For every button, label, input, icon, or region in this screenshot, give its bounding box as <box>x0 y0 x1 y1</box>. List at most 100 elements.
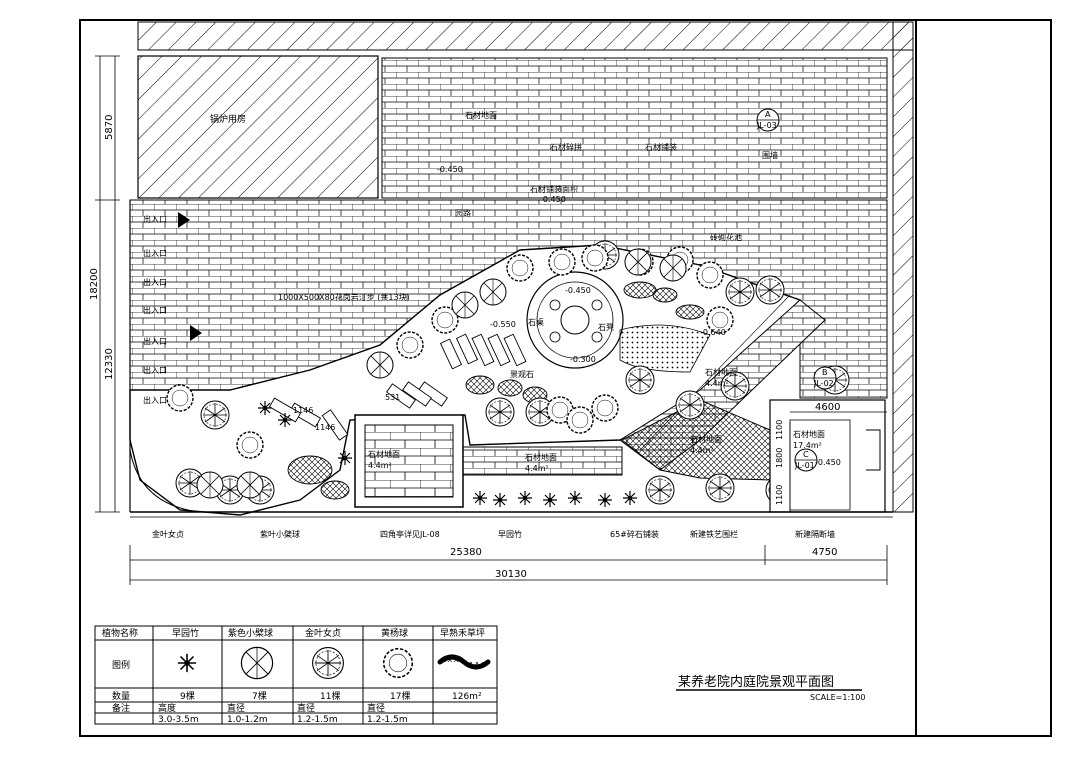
svg-text:高度: 高度 <box>158 702 176 714</box>
stone-stool <box>549 299 561 311</box>
stone-path-south <box>461 446 623 476</box>
svg-text:4.4m²: 4.4m² <box>690 446 714 455</box>
pavilion-roof <box>364 424 454 498</box>
svg-text:-0.450: -0.450 <box>815 458 841 467</box>
dim-1100b: 1100 <box>775 485 784 505</box>
svg-text:-0.450: -0.450 <box>540 195 566 204</box>
svg-text:植物名称: 植物名称 <box>102 627 138 639</box>
lawn-edge <box>129 390 360 513</box>
svg-text:新建隔断墙: 新建隔断墙 <box>795 529 835 539</box>
dim-18200: 18200 <box>89 268 100 300</box>
dim-1100: 1100 <box>775 420 784 440</box>
section-b-letter: B <box>822 368 828 377</box>
svg-text:-0.550: -0.550 <box>490 320 516 329</box>
drawing-scale: SCALE=1:100 <box>810 693 865 702</box>
svg-text:早熟禾草坪: 早熟禾草坪 <box>440 627 485 639</box>
svg-text:出入口: 出入口 <box>143 248 167 258</box>
gate-east <box>866 429 881 471</box>
svg-text:石凳: 石凳 <box>598 322 614 332</box>
svg-text:1000X500X80花岗岩汀步 (共13块): 1000X500X80花岗岩汀步 (共13块) <box>278 292 410 302</box>
stepping-stones <box>268 333 527 441</box>
drawing-title: 某养老院内庭院景观平面图 <box>678 674 834 690</box>
svg-text:金叶女贞: 金叶女贞 <box>152 529 184 539</box>
svg-text:石材铺装: 石材铺装 <box>645 142 677 152</box>
dim-5870: 5870 <box>104 115 115 140</box>
plan-labels: 石材地面 石材碎拼 石材铺装 围墙 -0.450 石材铺装面积 -0.450 园… <box>143 110 841 473</box>
boiler-house-label: 锅炉用房 <box>210 113 246 125</box>
svg-text:-0.450: -0.450 <box>437 165 463 174</box>
svg-text:砖砌花池: 砖砌花池 <box>710 232 742 242</box>
dim-1800: 1800 <box>775 448 784 468</box>
svg-text:126m²: 126m² <box>452 692 482 702</box>
svg-text:-0.450: -0.450 <box>565 286 591 295</box>
boundary-wall-right <box>892 21 914 513</box>
svg-text:早园竹: 早园竹 <box>498 529 522 539</box>
svg-text:1146: 1146 <box>315 423 335 432</box>
svg-text:4.4m²: 4.4m² <box>368 461 392 470</box>
svg-text:1.0-1.2m: 1.0-1.2m <box>227 715 268 725</box>
svg-text:出入口: 出入口 <box>143 365 167 375</box>
svg-text:出入口: 出入口 <box>143 214 167 224</box>
section-markers <box>756 108 837 472</box>
gravel-paving <box>619 324 711 373</box>
legend-icons <box>177 646 491 680</box>
svg-text:出入口: 出入口 <box>143 395 167 405</box>
circular-plaza-inner <box>536 281 614 359</box>
svg-text:石材地面: 石材地面 <box>793 429 825 439</box>
svg-text:17棵: 17棵 <box>390 690 410 702</box>
svg-text:9棵: 9棵 <box>180 690 195 702</box>
dim-4600: 4600 <box>815 402 840 413</box>
svg-text:出入口: 出入口 <box>143 277 167 287</box>
legend-quantities: 9棵 7棵 11棵 17棵 126m² <box>180 690 482 702</box>
svg-text:金叶女贞: 金叶女贞 <box>305 627 341 639</box>
legend-qty-label: 数量 <box>112 690 130 702</box>
svg-text:-0.300: -0.300 <box>570 355 596 364</box>
svg-text:石材地面: 石材地面 <box>368 449 400 459</box>
svg-text:四角亭详见JL-08: 四角亭详见JL-08 <box>380 529 440 539</box>
entrance-arrows <box>178 212 202 341</box>
legend-icon-label: 图例 <box>112 659 130 671</box>
svg-text:直径: 直径 <box>297 702 315 714</box>
section-a-ref: JL-03 <box>756 121 777 130</box>
svg-text:早园竹: 早园竹 <box>172 627 199 639</box>
svg-text:4.4m²: 4.4m² <box>525 464 549 473</box>
dim-4750: 4750 <box>812 547 837 558</box>
section-a-letter: A <box>765 110 771 119</box>
svg-text:黄杨球: 黄杨球 <box>381 627 408 639</box>
stone-stool <box>549 331 561 343</box>
svg-text:-0.640: -0.640 <box>700 328 726 337</box>
svg-text:3.0-3.5m: 3.0-3.5m <box>158 715 199 725</box>
svg-text:直径: 直径 <box>227 702 245 714</box>
svg-text:7棵: 7棵 <box>252 690 267 702</box>
dim-25380: 25380 <box>450 547 482 558</box>
svg-text:石材地面: 石材地面 <box>705 367 737 377</box>
section-c-letter: C <box>803 450 809 459</box>
legend-note-label: 备注 <box>112 702 130 714</box>
svg-text:紫色小檗球: 紫色小檗球 <box>228 627 273 639</box>
svg-text:新建铁艺围栏: 新建铁艺围栏 <box>690 529 738 539</box>
stone-paving-north <box>381 57 888 199</box>
dim-12330: 12330 <box>104 348 115 380</box>
svg-text:出入口: 出入口 <box>143 305 167 315</box>
svg-text:石桌: 石桌 <box>528 317 544 327</box>
svg-text:围墙: 围墙 <box>762 150 778 160</box>
svg-text:1.2-1.5m: 1.2-1.5m <box>297 715 338 725</box>
legend-notes: 高度 直径 直径 直径 3.0-3.5m 1.0-1.2m 1.2-1.5m 1… <box>158 702 408 725</box>
svg-text:石材地面: 石材地面 <box>525 452 557 462</box>
svg-text:11棵: 11棵 <box>320 690 340 702</box>
legend-headers: 植物名称 早园竹 紫色小檗球 金叶女贞 黄杨球 早熟禾草坪 <box>102 627 485 639</box>
svg-text:4.4m²: 4.4m² <box>705 379 729 388</box>
svg-text:紫叶小檗球: 紫叶小檗球 <box>260 529 300 539</box>
dimension-lines <box>95 55 888 585</box>
svg-text:1146: 1146 <box>293 406 313 415</box>
svg-text:1.2-1.5m: 1.2-1.5m <box>367 715 408 725</box>
svg-text:直径: 直径 <box>367 702 385 714</box>
svg-text:石材地面: 石材地面 <box>690 434 722 444</box>
boundary-wall-top <box>137 21 914 51</box>
lawn-swatch <box>437 654 491 670</box>
svg-text:景观石: 景观石 <box>510 370 534 379</box>
svg-text:17.4m²: 17.4m² <box>793 441 822 450</box>
plant-legend-table <box>94 625 498 725</box>
dim-30130: 30130 <box>495 569 527 580</box>
